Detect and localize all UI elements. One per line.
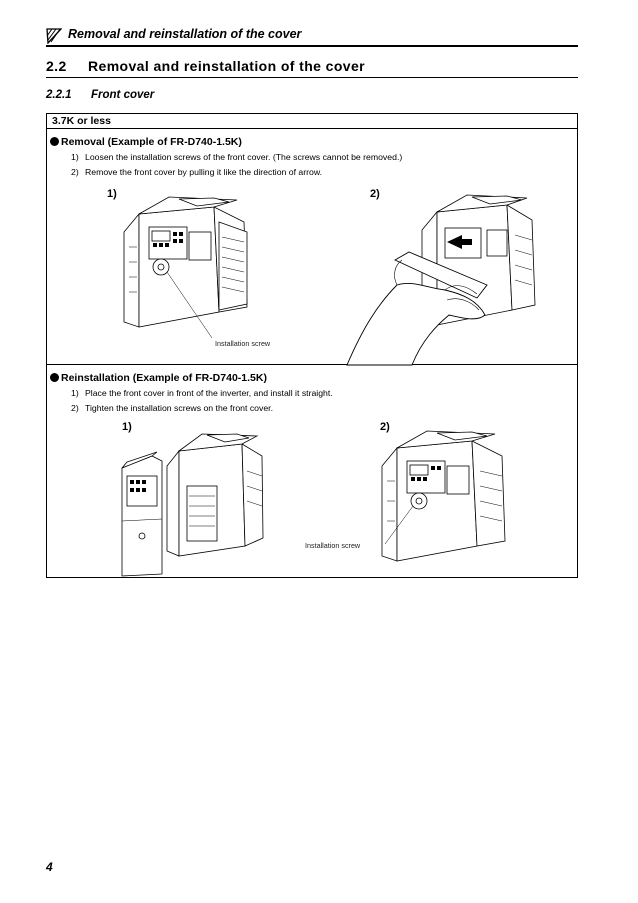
running-header: Removal and reinstallation of the cover [46,26,578,48]
step-number: 1) [71,388,79,398]
capacity-label: 3.7K or less [52,115,111,127]
reinstallation-heading-text: Reinstallation (Example of FR-D740-1.5K) [61,372,267,384]
inverter-illustration-removal-1 [123,196,248,339]
step-text: Remove the front cover by pulling it lik… [85,167,323,177]
reinstallation-panel: Reinstallation (Example of FR-D740-1.5K)… [47,366,577,577]
subsection-number: 2.2.1 [46,89,72,101]
section-rule [46,77,578,78]
section-title-text: Removal and reinstallation of the cover [88,58,365,74]
capacity-row: 3.7K or less [47,114,577,129]
removal-step-1: 1) Loosen the installation screws of the … [71,152,402,162]
header-rule [46,45,578,47]
running-header-title: Removal and reinstallation of the cover [68,27,302,41]
removal-heading: Removal (Example of FR-D740-1.5K) [50,132,242,148]
inverter-illustration-removal-2 [346,194,536,366]
pull-arrow-icon [447,235,472,249]
removal-callout-installation-screw: Installation screw [215,339,271,348]
removal-figure-label-2: 2) [370,188,380,200]
removal-panel: Removal (Example of FR-D740-1.5K) 1) Loos… [47,130,577,366]
reinstallation-figure-label-2: 2) [380,421,390,433]
section-number: 2.2 [46,58,67,74]
step-text: Tighten the installation screws on the f… [85,403,274,413]
bullet-icon [50,137,59,146]
page-number: 4 [46,860,53,874]
step-number: 1) [71,152,79,162]
subsection-title: 2.2.1 Front cover [46,89,154,101]
step-text: Place the front cover in front of the in… [85,388,333,398]
reinstallation-heading: Reinstallation (Example of FR-D740-1.5K) [50,368,267,384]
step-number: 2) [71,167,79,177]
removal-heading-text: Removal (Example of FR-D740-1.5K) [61,136,242,148]
procedure-frame: 3.7K or less Removal (Example of FR-D740… [46,113,578,578]
removal-figure-label-1: 1) [107,188,117,200]
inverter-illustration-reinstall-2 [381,430,506,562]
bullet-icon [50,373,59,382]
inverter-illustration-reinstall-1 [121,433,264,577]
reinstallation-figure-label-1: 1) [122,421,132,433]
removal-step-2: 2) Remove the front cover by pulling it l… [71,167,322,177]
reinstallation-step-1: 1) Place the front cover in front of the … [71,388,333,398]
step-text: Loosen the installation screws of the fr… [85,152,403,162]
manual-logo-icon [46,28,62,44]
reinstallation-step-2: 2) Tighten the installation screws on the… [71,403,273,413]
section-title: 2.2 Removal and reinstallation of the cov… [46,58,365,74]
reinstallation-callout-installation-screw: Installation screw [305,541,361,550]
subsection-title-text: Front cover [91,89,155,101]
step-number: 2) [71,403,79,413]
